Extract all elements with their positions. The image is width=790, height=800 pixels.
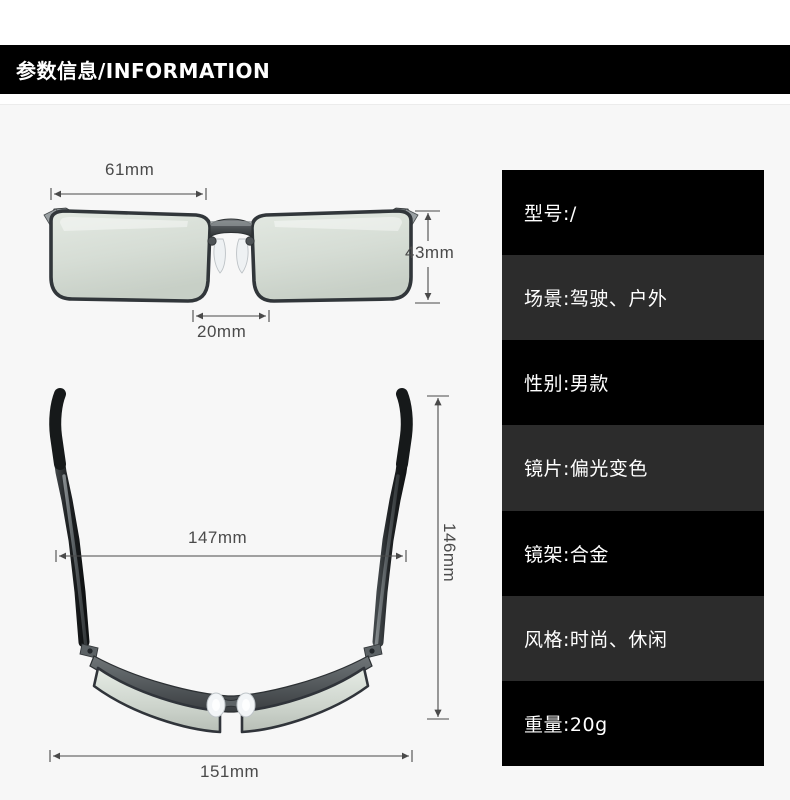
spec-row: 重量:20g xyxy=(502,680,764,766)
hinges xyxy=(79,643,383,659)
spec-scene: 场景:驾驶、户外 xyxy=(524,288,668,311)
total-width-dimension xyxy=(49,750,413,762)
information-header-bar: 参数信息/INFORMATION xyxy=(0,45,790,94)
page-title: 参数信息/INFORMATION xyxy=(16,59,271,83)
spec-style: 风格:时尚、休闲 xyxy=(524,628,668,651)
spec-frame: 镜架:合金 xyxy=(524,543,609,566)
specification-panel: 型号:/ 场景:驾驶、户外 性别:男款 镜片:偏光变色 镜架:合金 风格:时尚、… xyxy=(502,170,764,766)
header-divider xyxy=(0,104,790,105)
lens-height-dimension xyxy=(415,210,440,304)
spec-row: 镜片:偏光变色 xyxy=(502,425,764,511)
bridge xyxy=(209,218,253,238)
spec-model: 型号:/ xyxy=(524,203,577,226)
nose-pads-top xyxy=(206,692,256,718)
temple-length-dimension xyxy=(427,395,449,720)
spec-row: 场景:驾驶、户外 xyxy=(502,255,764,341)
left-lens-top xyxy=(92,666,222,734)
right-temple-arm xyxy=(372,388,413,650)
front-view-diagram: 61mm 43mm 20mm xyxy=(20,155,480,415)
spec-row: 型号:/ xyxy=(502,170,764,256)
lens-height-label: 43mm xyxy=(405,243,455,262)
bridge-width-dimension xyxy=(192,310,270,322)
left-lens xyxy=(49,209,212,303)
right-lens xyxy=(250,209,413,303)
temple-spread-label: 147mm xyxy=(188,528,248,547)
spec-row: 镜架:合金 xyxy=(502,510,764,596)
lens-width-dimension xyxy=(50,188,207,200)
temple-spread-dimension xyxy=(55,550,407,562)
nose-pads xyxy=(207,236,255,274)
top-view-diagram: 147mm 151mm xyxy=(20,380,480,790)
bridge-width-label: 20mm xyxy=(197,322,247,341)
spec-lens: 镜片:偏光变色 xyxy=(524,458,648,481)
temple-length-label: 146mm xyxy=(440,523,459,583)
right-lens-top xyxy=(240,666,370,734)
lens-width-label: 61mm xyxy=(105,160,155,179)
spec-gender: 性别:男款 xyxy=(524,373,609,396)
content-area: 61mm 43mm 20mm xyxy=(0,105,790,800)
left-temple-arm xyxy=(49,388,90,650)
total-width-label: 151mm xyxy=(200,762,260,781)
spec-row: 性别:男款 xyxy=(502,340,764,426)
temple-length-dimension-group: 146mm xyxy=(415,385,485,730)
spec-weight: 重量:20g xyxy=(524,713,608,736)
spec-row: 风格:时尚、休闲 xyxy=(502,595,764,681)
